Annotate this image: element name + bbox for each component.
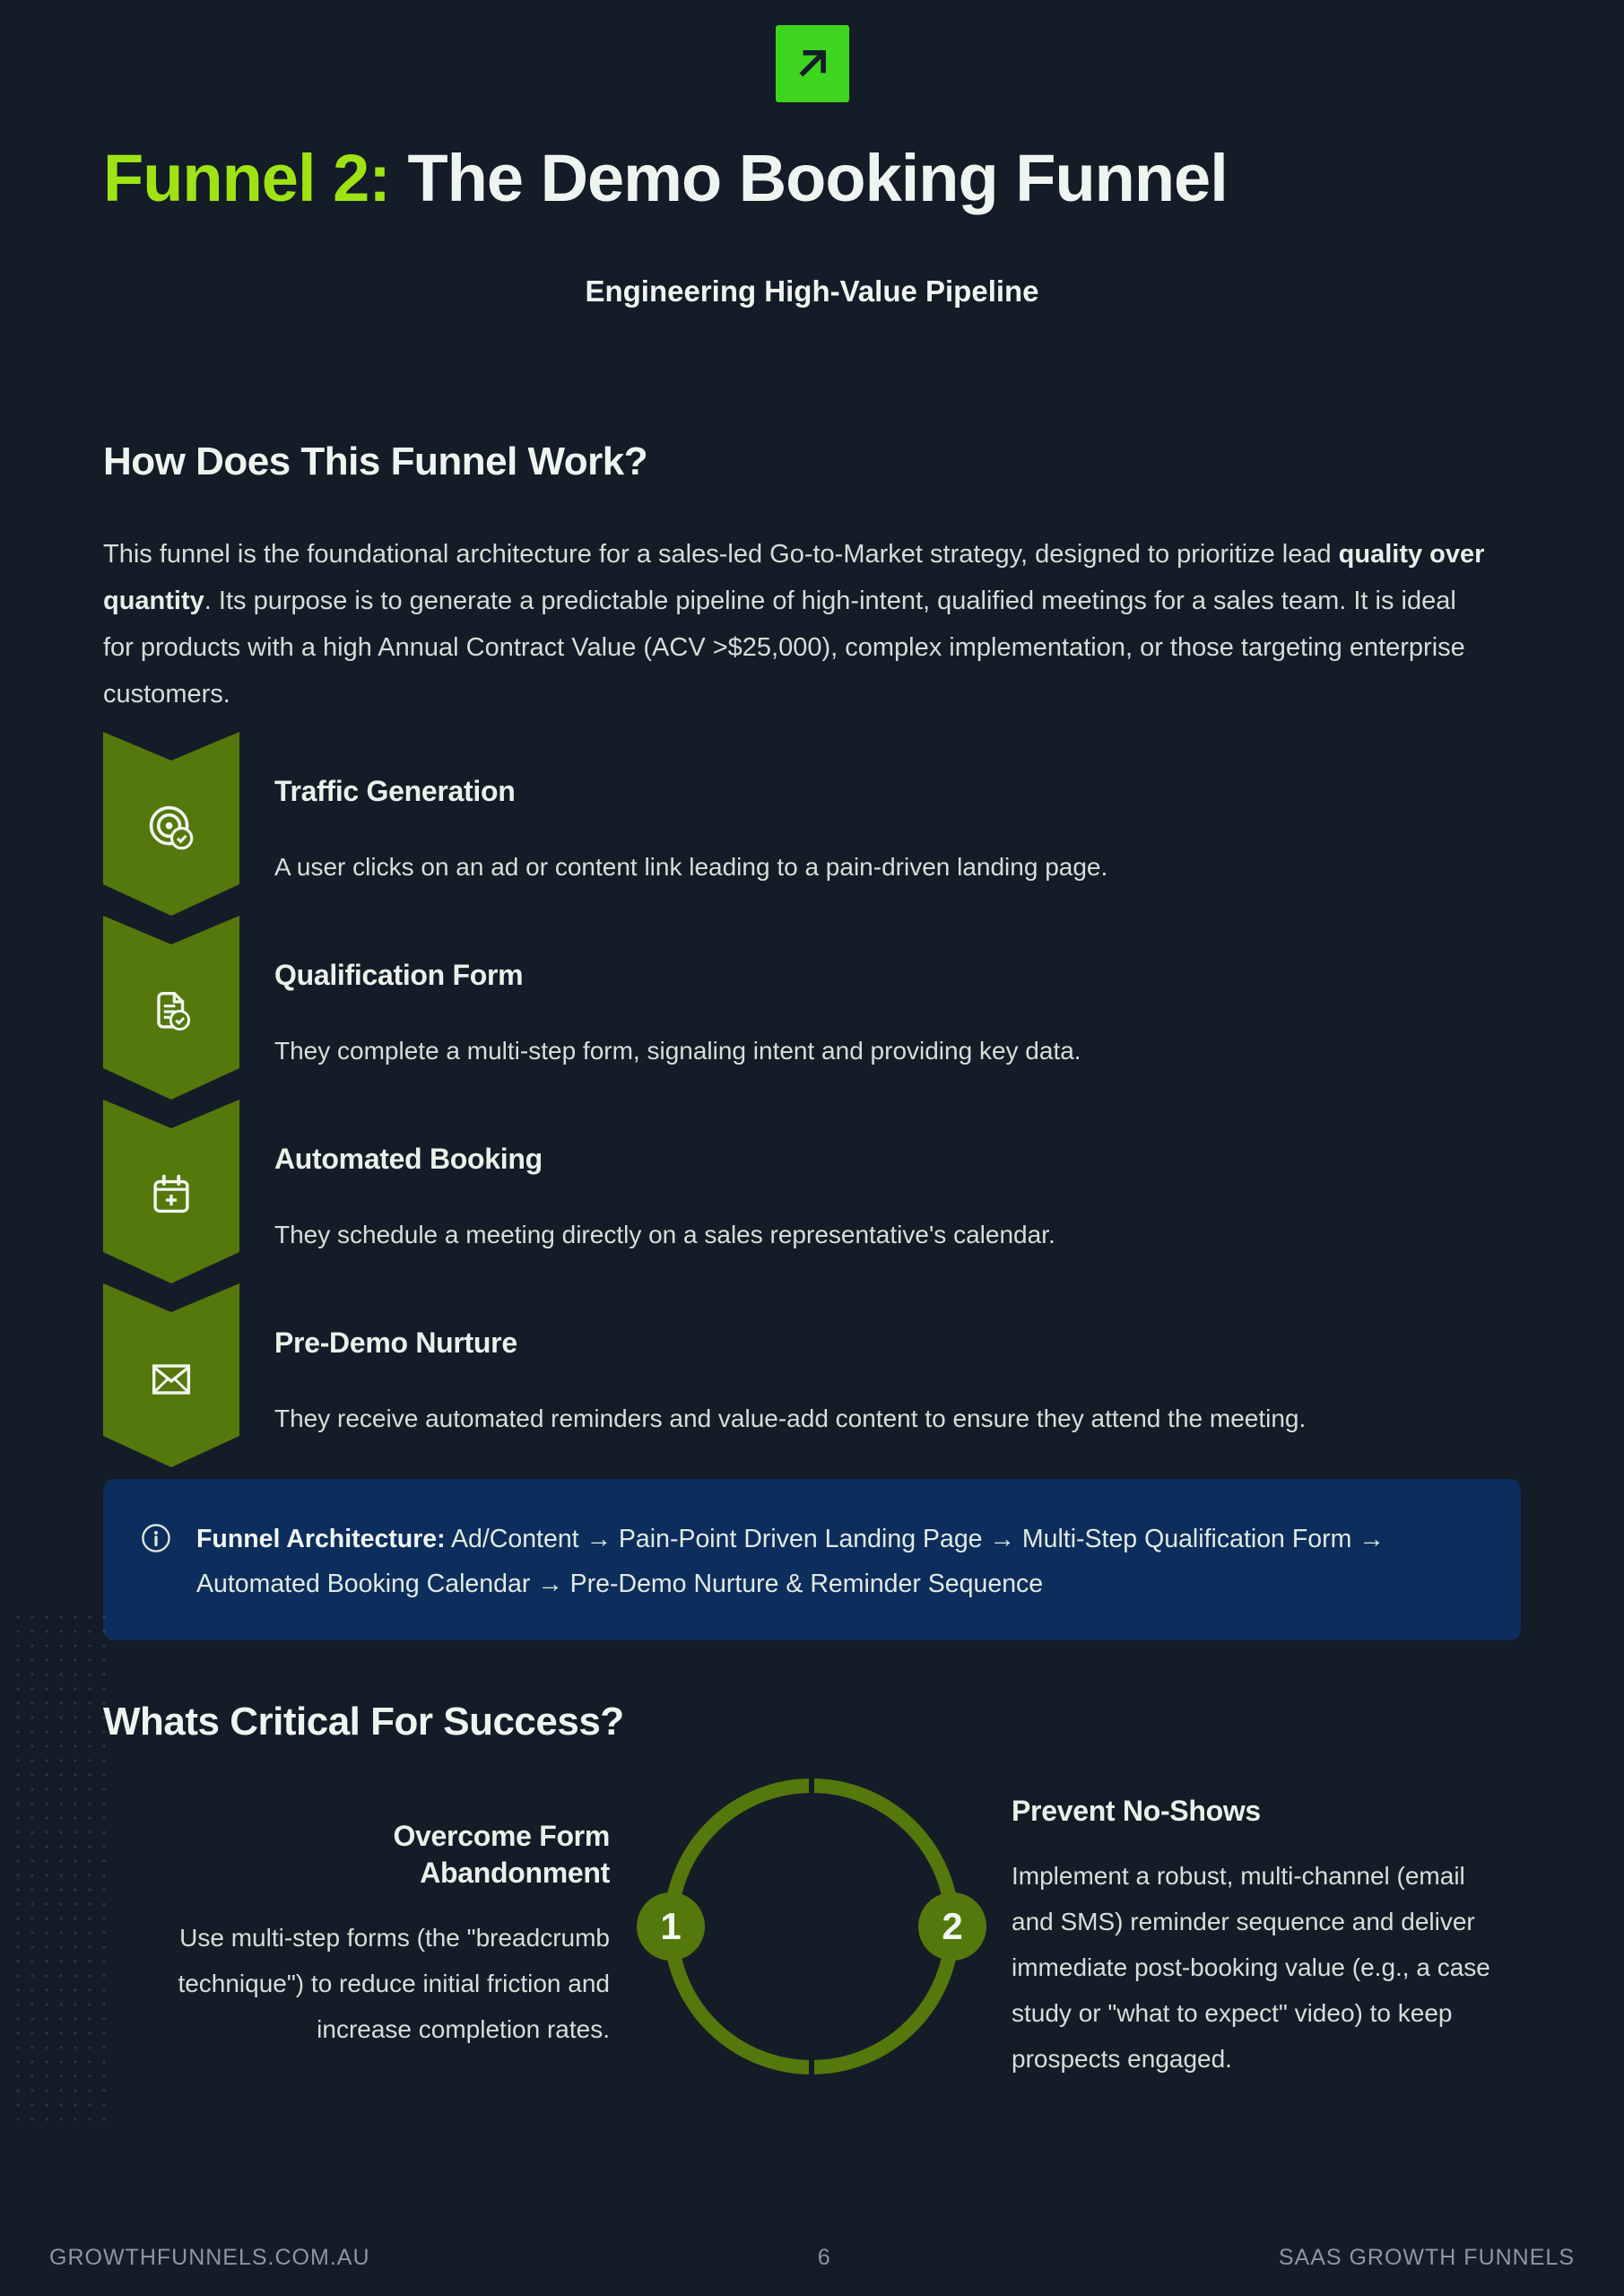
- intro-paragraph: This funnel is the foundational architec…: [103, 531, 1489, 718]
- success-diagram: Overcome Form Abandonment Use multi-step…: [0, 1777, 1624, 2207]
- document-check-icon: [157, 992, 191, 1031]
- step-pre-demo-nurture: Pre-Demo Nurture They receive automated …: [103, 1283, 1624, 1467]
- page-title: Funnel 2: The Demo Booking Funnel: [103, 140, 1624, 217]
- success-ring: 1 2: [637, 1777, 986, 2076]
- step-qualification-form: Qualification Form They complete a multi…: [103, 916, 1624, 1100]
- success-node-2: 2: [918, 1892, 986, 1961]
- success-section-heading: Whats Critical For Success?: [103, 1700, 624, 1744]
- footer-site: GROWTHFUNNELS.COM.AU: [49, 2245, 370, 2270]
- step-text: Automated Booking They schedule a meetin…: [274, 1100, 1055, 1252]
- step-text: Qualification Form They complete a multi…: [274, 916, 1081, 1068]
- envelope-icon: [152, 1364, 191, 1395]
- funnel-architecture-value: Ad/Content → Pain-Point Driven Landing P…: [196, 1525, 1385, 1598]
- page-title-rest: The Demo Booking Funnel: [389, 141, 1228, 215]
- step-title: Pre-Demo Nurture: [274, 1326, 517, 1359]
- brand-logo: [775, 25, 849, 102]
- how-section-heading: How Does This Funnel Work?: [103, 439, 648, 483]
- funnel-steps: Traffic Generation A user clicks on an a…: [103, 732, 1624, 1467]
- step-chevron: [103, 1283, 239, 1467]
- step-title: Traffic Generation: [274, 775, 516, 807]
- funnel-architecture-label: Funnel Architecture:: [196, 1525, 446, 1553]
- step-description: They schedule a meeting directly on a sa…: [274, 1221, 1055, 1248]
- intro-part-2: . Its purpose is to generate a predictab…: [103, 587, 1465, 709]
- step-chevron: [103, 732, 239, 916]
- success-item-title: Overcome Form Abandonment: [393, 1820, 610, 1889]
- success-item-description: Use multi-step forms (the "breadcrumb te…: [178, 1924, 610, 2043]
- intro-part-1: This funnel is the foundational architec…: [103, 540, 1339, 569]
- arrow-up-right-icon: [798, 50, 826, 77]
- funnel-architecture-callout: Funnel Architecture: Ad/Content → Pain-P…: [103, 1479, 1521, 1640]
- success-node-1: 1: [637, 1892, 705, 1961]
- step-automated-booking: Automated Booking They schedule a meetin…: [103, 1100, 1624, 1283]
- ring-divider-bottom: [809, 2058, 814, 2076]
- page-title-highlight: Funnel 2:: [103, 141, 391, 215]
- intro-bold: quality over quantity: [103, 540, 1485, 615]
- success-item-1: Overcome Form Abandonment Use multi-step…: [103, 1818, 610, 2052]
- step-text: Pre-Demo Nurture They receive automated …: [274, 1283, 1306, 1436]
- step-description: A user clicks on an ad or content link l…: [274, 853, 1108, 881]
- funnel-architecture-text: Funnel Architecture: Ad/Content → Pain-P…: [196, 1517, 1485, 1606]
- step-text: Traffic Generation A user clicks on an a…: [274, 732, 1107, 884]
- calendar-plus-icon: [153, 1174, 189, 1213]
- step-title: Automated Booking: [274, 1143, 543, 1175]
- step-description: They receive automated reminders and val…: [274, 1405, 1307, 1432]
- success-item-title: Prevent No-Shows: [1012, 1795, 1261, 1827]
- success-item-2: Prevent No-Shows Implement a robust, mul…: [1012, 1793, 1514, 2082]
- info-icon: [142, 1524, 170, 1552]
- page-subtitle: Engineering High-Value Pipeline: [585, 274, 1039, 308]
- step-chevron: [103, 1100, 239, 1283]
- step-title: Qualification Form: [274, 959, 524, 991]
- step-traffic-generation: Traffic Generation A user clicks on an a…: [103, 732, 1624, 916]
- target-check-icon: [149, 805, 194, 850]
- ring-divider-top: [809, 1777, 814, 1795]
- success-item-description: Implement a robust, multi-channel (email…: [1012, 1862, 1490, 2073]
- footer-page-number: 6: [817, 2245, 831, 2270]
- step-description: They complete a multi-step form, signali…: [274, 1037, 1081, 1065]
- step-chevron: [103, 916, 239, 1100]
- footer-document-title: SAAS GROWTH FUNNELS: [1278, 2245, 1575, 2270]
- page-footer: GROWTHFUNNELS.COM.AU 6 SAAS GROWTH FUNNE…: [49, 2245, 1575, 2271]
